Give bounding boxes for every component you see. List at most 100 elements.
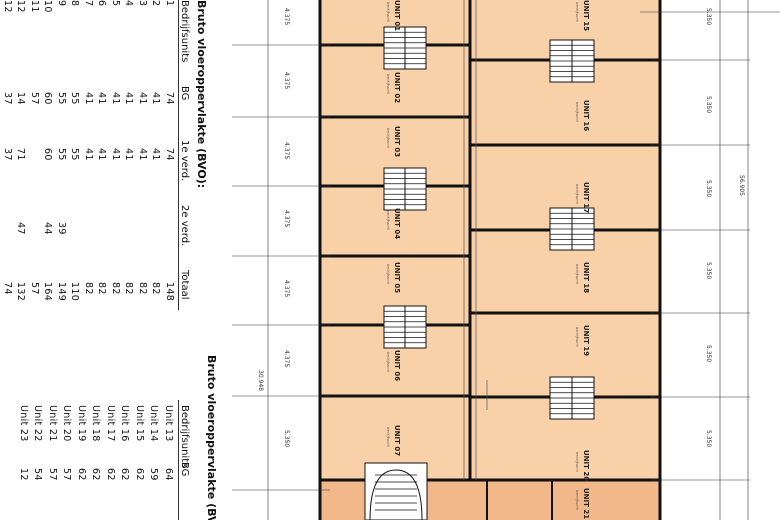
right-row-7-bg: 62 xyxy=(75,468,87,481)
right-row-11-bg: 12 xyxy=(17,468,29,481)
left-row-5-bg: 41 xyxy=(109,92,121,105)
left-dimension-3: 4.375 xyxy=(283,142,290,160)
left-row-8-tot: 110 xyxy=(69,282,80,302)
left-row-10-unit: 10 xyxy=(42,0,53,13)
left-row-11-unit: 11 xyxy=(28,0,40,13)
left-row-9-v1: 55 xyxy=(55,148,67,161)
right-row-1-bg: 64 xyxy=(162,468,174,481)
left-row-4-v1: 41 xyxy=(123,148,134,161)
right-unit-label-5: UNIT 19 xyxy=(582,325,590,357)
right-row-2-unit: Unit 14 xyxy=(148,405,159,442)
left-unit-label-6: UNIT 06 xyxy=(393,350,401,382)
right-row-5-bg: 62 xyxy=(104,468,116,481)
left-unit-label-7: UNIT 07 xyxy=(393,425,401,457)
left-header-v1: 1e verd. xyxy=(179,140,190,182)
left-unit-label-5: UNIT 05 xyxy=(393,262,401,294)
left-row-12-bg: 14 xyxy=(15,92,26,105)
stair-icon-left-3 xyxy=(383,305,427,349)
left-dimension-5: 4.375 xyxy=(283,280,290,298)
left-row-2-tot: 82 xyxy=(150,282,161,295)
left-unit-sub-5: bedrijfsunit xyxy=(386,264,390,284)
left-row-7-v1: 41 xyxy=(82,148,94,161)
right-unit-sub-6: bedrijfsunit xyxy=(575,452,579,472)
left-row-5-tot: 82 xyxy=(109,282,121,295)
left-total-dimension: 30.948 xyxy=(257,370,264,391)
right-row-9-bg: 57 xyxy=(46,468,58,481)
left-row-4-tot: 82 xyxy=(123,282,134,295)
right-row-10-unit: Unit 22 xyxy=(32,405,43,442)
left-row-10-v1: 60 xyxy=(42,148,53,161)
left-dimension-1: 4.375 xyxy=(283,8,290,26)
right-dimension-5: 5.350 xyxy=(705,345,712,363)
left-unit-label-2: UNIT 02 xyxy=(393,72,401,104)
left-header-v2: 2e verd. xyxy=(179,205,190,247)
right-unit-sub-1: bedrijfsunit xyxy=(575,2,579,22)
left-row-2-unit: 2 xyxy=(150,0,161,7)
left-unit-sub-2: bedrijfsunit xyxy=(386,74,390,94)
left-row-6-tot: 82 xyxy=(96,282,107,295)
stair-icon-right-1 xyxy=(549,39,595,83)
left-row-4-unit: 4 xyxy=(123,0,134,7)
left-unit-sub-1: bedrijfsunit xyxy=(386,2,390,22)
left-row-13-v1: 37 xyxy=(1,148,13,161)
right-unit-sub-3: bedrijfsunit xyxy=(575,184,579,204)
left-row-6-v1: 41 xyxy=(96,148,107,161)
right-row-3-bg: 62 xyxy=(133,468,145,481)
left-unit-sub-4: bedrijfsunit xyxy=(386,210,390,230)
right-unit-label-4: UNIT 18 xyxy=(582,262,590,294)
left-row-7-unit: 7 xyxy=(82,0,94,7)
left-unit-sub-3: bedrijfsunit xyxy=(386,128,390,148)
right-dimension-1: 5.350 xyxy=(705,8,712,26)
right-row-6-bg: 62 xyxy=(90,468,101,481)
left-row-12-v2: 47 xyxy=(15,222,26,235)
left-dimension-2: 4.375 xyxy=(283,72,290,90)
right-table-title: Bruto vloeroppervlakte (BVO): xyxy=(205,355,218,520)
right-row-11-unit: Unit 23 xyxy=(17,405,29,442)
stair-icon-right-2 xyxy=(549,207,595,251)
stair-icons-right xyxy=(549,39,595,420)
left-dimension-6: 4.375 xyxy=(283,350,290,368)
left-row-6-unit: 6 xyxy=(96,0,107,7)
left-unit-label-4: UNIT 04 xyxy=(393,208,401,240)
right-row-5-unit: Unit 17 xyxy=(104,405,116,442)
left-row-9-tot: 149 xyxy=(55,282,67,302)
right-unit-label-7: UNIT 21 xyxy=(582,488,590,520)
right-row-10-bg: 54 xyxy=(32,468,43,481)
right-row-4-bg: 62 xyxy=(119,468,130,481)
left-wing-fill xyxy=(320,0,470,480)
right-dimension-3: 5.350 xyxy=(705,180,712,198)
right-row-6-unit: Unit 18 xyxy=(90,405,101,442)
left-row-3-bg: 41 xyxy=(136,92,148,105)
right-row-8-unit: Unit 20 xyxy=(61,405,72,442)
stair-icon-left-1 xyxy=(383,26,427,70)
left-header-bg: BG xyxy=(179,86,190,101)
left-row-1-v1: 74 xyxy=(163,148,175,161)
left-unit-sub-6: bedrijfsunit xyxy=(386,352,390,372)
left-row-1-bg: 74 xyxy=(163,92,175,105)
left-row-9-unit: 9 xyxy=(55,0,67,7)
left-row-7-bg: 41 xyxy=(82,92,94,105)
left-row-3-v1: 41 xyxy=(136,148,148,161)
left-dimension-4: 4.375 xyxy=(283,210,290,228)
left-row-10-bg: 60 xyxy=(42,92,53,105)
left-row-13-bg: 37 xyxy=(1,92,13,105)
left-unit-sub-7: bedrijfsunit xyxy=(386,427,390,447)
left-row-8-bg: 55 xyxy=(69,92,80,105)
left-row-4-bg: 41 xyxy=(123,92,134,105)
left-row-8-v1: 55 xyxy=(69,148,80,161)
stair-icons-left xyxy=(383,26,427,349)
left-row-5-v1: 41 xyxy=(109,148,121,161)
left-row-10-v2: 44 xyxy=(42,222,53,235)
right-dimension-6: 5.350 xyxy=(705,430,712,448)
right-row-9-unit: Unit 21 xyxy=(46,405,58,442)
left-row-13-tot: 74 xyxy=(1,282,13,295)
left-header-total: Totaal xyxy=(179,270,190,300)
left-row-12-tot: 132 xyxy=(15,282,26,302)
left-unit-label-1: UNIT 01 xyxy=(393,0,401,32)
right-row-8-bg: 57 xyxy=(61,468,72,481)
right-unit-sub-7: bedrijfsunit xyxy=(575,490,579,510)
left-row-3-unit: 3 xyxy=(136,0,148,7)
right-unit-label-6: UNIT 20 xyxy=(582,450,590,482)
right-unit-label-3: UNIT 17 xyxy=(582,182,590,214)
